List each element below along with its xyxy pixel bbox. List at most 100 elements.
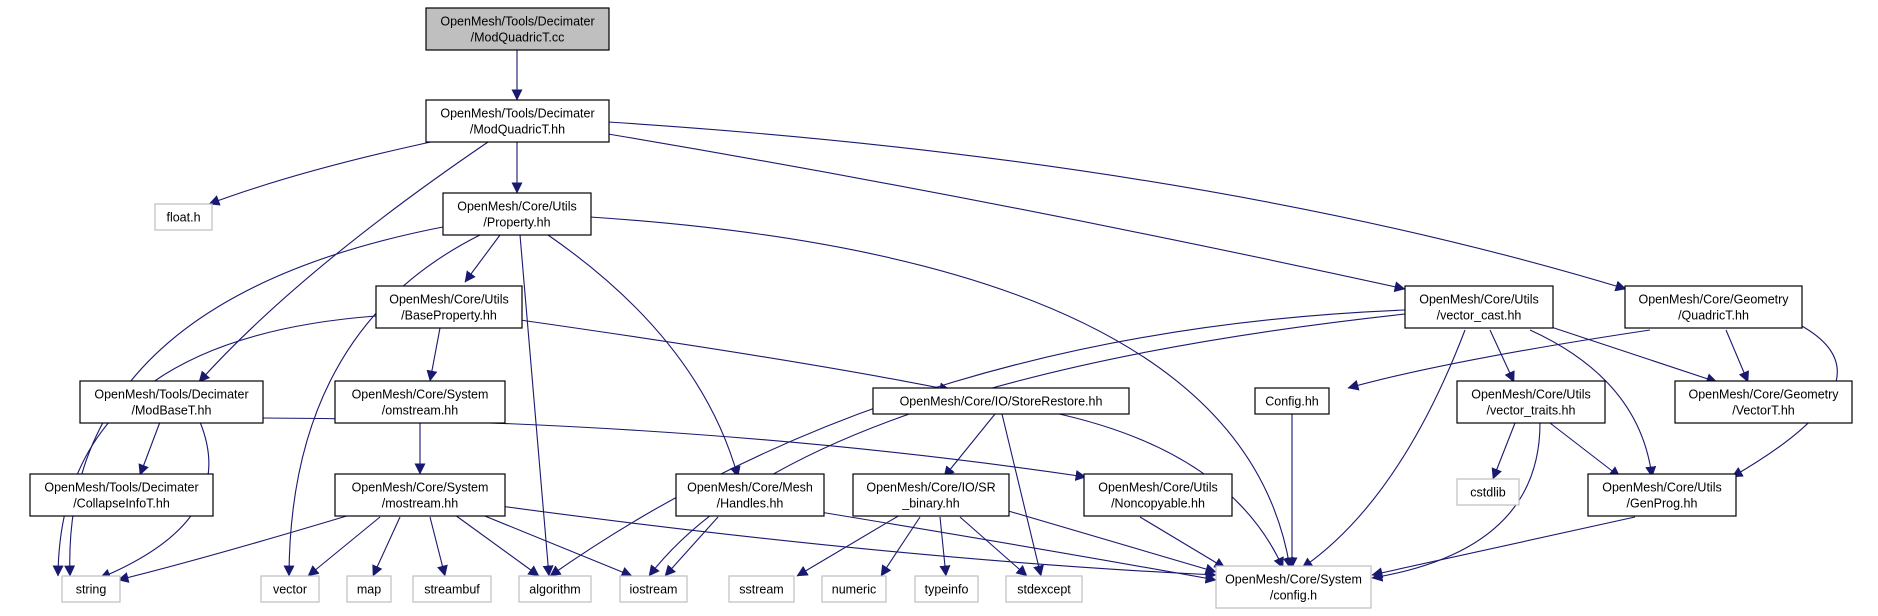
node-label-line: /config.h [1270, 589, 1317, 603]
edge-property-to-vector [283, 234, 481, 577]
node-label-line: /ModQuadricT.hh [470, 123, 565, 137]
node-mostream[interactable]: OpenMesh/Core/System/mostream.hh [334, 473, 506, 517]
node-label-line: _binary.hh [901, 497, 959, 511]
node-label-line: stdexcept [1017, 583, 1071, 597]
edge-srbinary-to-stdexcept [959, 516, 1028, 577]
node-label-line: numeric [832, 583, 876, 597]
node-label-line: OpenMesh/Tools/Decimater [440, 15, 594, 29]
node-omstream[interactable]: OpenMesh/Core/System/omstream.hh [334, 380, 506, 424]
node-label-line: /Handles.hh [717, 497, 784, 511]
node-streambuf: streambuf [412, 575, 492, 603]
edge-vectorcast-to-vectortraits [1489, 329, 1515, 383]
node-label-line: OpenMesh/Core/Utils [1602, 481, 1722, 495]
node-config-h: OpenMesh/Core/System/config.h [1215, 565, 1372, 609]
edge-noncopyable-to-config [1139, 516, 1226, 569]
node-label-line: algorithm [529, 583, 580, 597]
node-box [425, 99, 610, 143]
node-label-line: cstdlib [1470, 486, 1505, 500]
node-box [728, 575, 795, 603]
edge-modquadric-to-quadric [607, 121, 1627, 292]
node-box [154, 203, 213, 231]
edge-baseproperty-to-string [52, 315, 377, 577]
node-vectort[interactable]: OpenMesh/Core/Geometry/VectorT.hh [1674, 380, 1853, 424]
edge-handles-to-config [819, 511, 1217, 584]
edge-modquadric-to-float [208, 139, 441, 206]
node-genprog[interactable]: OpenMesh/Core/Utils/GenProg.hh [1587, 473, 1737, 517]
node-label-line: OpenMesh/Core/Utils [1419, 293, 1539, 307]
node-vector-traits[interactable]: OpenMesh/Core/Utils/vector_traits.hh [1456, 380, 1606, 424]
node-box [1674, 380, 1853, 424]
node-label-line: OpenMesh/Core/IO/SR [866, 481, 995, 495]
edge-mostream-to-config [499, 505, 1217, 580]
node-label-line: OpenMesh/Core/Mesh [687, 481, 813, 495]
edge-modquadric-to-vectorcast [607, 133, 1406, 293]
node-box [61, 575, 121, 603]
node-label-line: float.h [166, 211, 200, 225]
edge-vectorcast-to-vectort [1544, 324, 1718, 384]
node-label-line: /Noncopyable.hh [1111, 497, 1205, 511]
node-box [1005, 575, 1083, 603]
node-label-line: /QuadricT.hh [1678, 309, 1749, 323]
node-sr-binary[interactable]: OpenMesh/Core/IO/SR _binary.hh [852, 473, 1010, 517]
node-cstdlib: cstdlib [1456, 478, 1520, 506]
node-algorithm: algorithm [518, 575, 592, 603]
edge-mostream-to-vector [307, 516, 381, 577]
node-box [375, 285, 523, 329]
node-label-line: Config.hh [1265, 395, 1319, 409]
node-label-line: OpenMesh/Core/Geometry [1638, 293, 1789, 307]
node-label-line: OpenMesh/Tools/Decimater [440, 107, 594, 121]
node-box [260, 575, 320, 603]
node-label-line: streambuf [424, 583, 480, 597]
edge-quadric-to-config-hh [1347, 329, 1651, 391]
edge-mostream-to-iostream [474, 511, 633, 578]
edge-storerestore-to-stdexcept [1001, 413, 1044, 577]
node-label-line: vector [273, 583, 307, 597]
edge-property-to-algorithm [519, 234, 554, 577]
node-label-line: OpenMesh/Core/System [352, 481, 489, 495]
edge-vectortraits-to-genprog [1549, 422, 1621, 478]
edge-storerestore-to-srbinary [943, 413, 996, 478]
node-box [821, 575, 887, 603]
node-box [872, 387, 1130, 415]
node-quadric[interactable]: OpenMesh/Core/Geometry/QuadricT.hh [1624, 285, 1803, 329]
node-root[interactable]: OpenMesh/Tools/Decimater/ModQuadricT.cc [425, 7, 610, 51]
node-label-line: /ModQuadricT.cc [471, 31, 565, 45]
node-label-line: map [357, 583, 381, 597]
node-collapseinfo[interactable]: OpenMesh/Tools/Decimater/CollapseInfoT.h… [29, 473, 214, 517]
node-box [79, 380, 264, 424]
include-edges [52, 50, 1838, 584]
node-label-line: iostream [630, 583, 678, 597]
node-string: string [61, 575, 121, 603]
node-label-line: OpenMesh/Core/System [352, 388, 489, 402]
node-property[interactable]: OpenMesh/Core/Utils/Property.hh [442, 192, 592, 236]
node-box [334, 380, 506, 424]
node-modquadric-hh[interactable]: OpenMesh/Tools/Decimater/ModQuadricT.hh [425, 99, 610, 143]
node-iostream: iostream [619, 575, 688, 603]
node-label-line: OpenMesh/Core/IO/StoreRestore.hh [900, 395, 1103, 409]
node-handles[interactable]: OpenMesh/Core/Mesh/Handles.hh [675, 473, 825, 517]
node-map: map [346, 575, 392, 603]
edge-vectorcast-to-config [1301, 329, 1466, 569]
edge-mostream-to-algorithm [454, 514, 540, 577]
node-baseproperty[interactable]: OpenMesh/Core/Utils/BaseProperty.hh [375, 285, 523, 329]
node-numeric: numeric [821, 575, 887, 603]
edge-srbinary-to-config [1004, 509, 1217, 575]
node-label-line: typeinfo [925, 583, 969, 597]
node-box [1587, 473, 1737, 517]
node-label-line: OpenMesh/Core/Utils [1471, 388, 1591, 402]
node-label-line: /Property.hh [483, 216, 550, 230]
node-float-h: float.h [154, 203, 213, 231]
node-box [1456, 478, 1520, 506]
header-nodes: OpenMesh/Tools/Decimater/ModQuadricT.ccO… [29, 7, 1853, 609]
edge-property-to-handles [547, 234, 741, 478]
node-storerestore[interactable]: OpenMesh/Core/IO/StoreRestore.hh [872, 387, 1130, 415]
node-noncopyable[interactable]: OpenMesh/Core/Utils/Noncopyable.hh [1083, 473, 1233, 517]
node-label-line: /VectorT.hh [1732, 404, 1795, 418]
edge-baseproperty-to-omstream [426, 327, 441, 382]
node-label-line: /GenProg.hh [1627, 497, 1698, 511]
node-box [852, 473, 1010, 517]
node-modbase[interactable]: OpenMesh/Tools/Decimater/ModBaseT.hh [79, 380, 264, 424]
node-vector: vector [260, 575, 320, 603]
node-vector-cast[interactable]: OpenMesh/Core/Utils/vector_cast.hh [1404, 285, 1554, 329]
node-config-hh[interactable]: Config.hh [1254, 387, 1330, 415]
